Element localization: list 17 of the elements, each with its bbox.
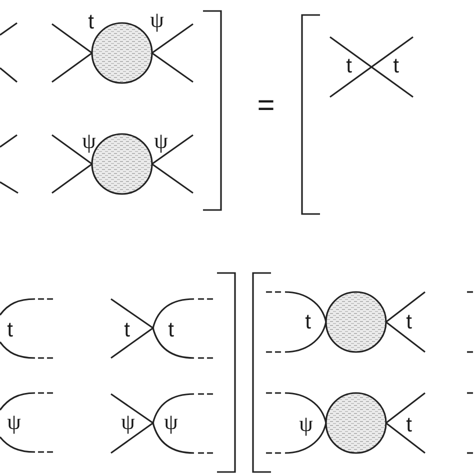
particle-label: t — [7, 320, 13, 340]
particle-label: t — [406, 414, 412, 436]
particle-label: t — [168, 320, 174, 340]
particle-label: t — [393, 56, 399, 76]
particle-label: ψ — [164, 411, 178, 433]
particle-label: t — [88, 12, 94, 32]
particle-label: t — [305, 312, 311, 332]
particle-label: ψ — [150, 9, 164, 31]
particle-label: t — [406, 312, 412, 332]
particle-label: ψ — [154, 130, 168, 152]
particle-label: ψ — [121, 411, 135, 433]
equals-sign: = — [257, 91, 275, 121]
particle-label: ψ — [82, 130, 96, 152]
particle-label: ψ — [299, 413, 313, 435]
particle-label: t — [124, 320, 130, 340]
particle-label: t — [346, 56, 352, 76]
particle-label: ψ — [7, 411, 21, 433]
